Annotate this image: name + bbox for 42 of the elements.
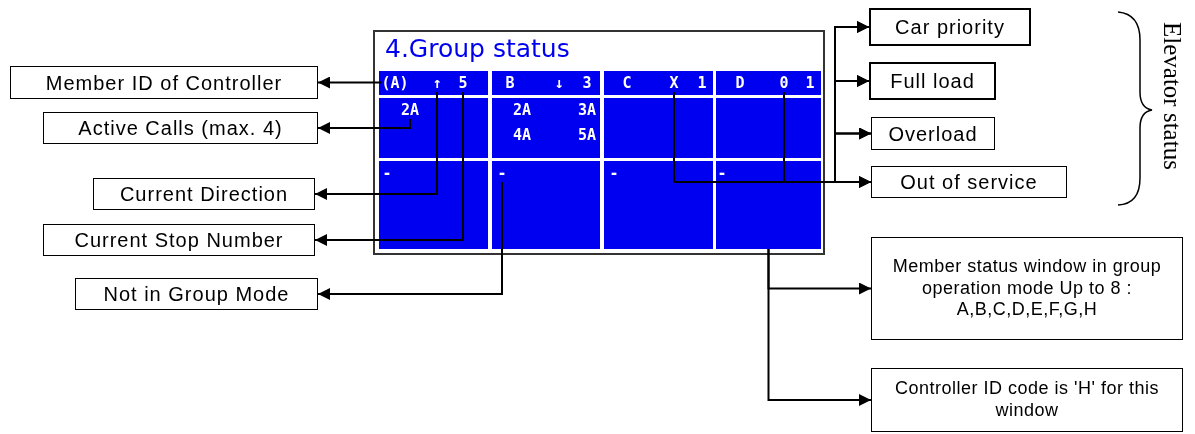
- status-glyph: (A): [381, 75, 409, 92]
- screen-text: B: [505, 75, 515, 92]
- callout-box: Controller ID code is 'H' for this window: [871, 368, 1183, 432]
- leader-arrow: [314, 91, 438, 200]
- leader-arrow: [317, 118, 411, 134]
- screen-text: D: [735, 75, 745, 92]
- screen-title: 4.Group status: [385, 34, 570, 63]
- leader-arrow: [317, 181, 503, 300]
- screen-text: -: [382, 165, 392, 182]
- callout-box: Out of service: [871, 166, 1067, 198]
- screen-text: -: [609, 165, 619, 182]
- status-glyph: 0: [779, 75, 789, 92]
- callout-box: Member ID of Controller: [10, 66, 318, 99]
- callout-box: Active Calls (max. 4): [43, 112, 318, 144]
- side-label: Elevator status: [1158, 22, 1186, 170]
- status-glyph: X: [669, 75, 679, 92]
- callout-box: Current Stop Number: [43, 224, 315, 256]
- screen-text: 1: [805, 75, 815, 92]
- screen-text: 3A: [577, 102, 597, 119]
- screen-text: ↓: [554, 75, 564, 92]
- callout-box: Car priority: [869, 8, 1031, 46]
- status-glyph: -: [497, 165, 507, 182]
- screen-text: -: [717, 165, 727, 182]
- leader-arrow: [767, 248, 872, 406]
- display-screen: [373, 30, 825, 255]
- callout-box: Current Direction: [93, 178, 315, 210]
- leader-arrow: [317, 76, 383, 89]
- screen-text: 3: [582, 75, 592, 92]
- screen-text: 2A: [512, 102, 532, 119]
- callout-box: Overload: [871, 117, 995, 150]
- screen-text: 4A: [512, 127, 532, 144]
- callout-box: Not in Group Mode: [75, 278, 318, 310]
- status-glyph: 5: [458, 75, 468, 92]
- callout-box: Full load: [869, 62, 996, 100]
- screen-text: 1: [697, 75, 707, 92]
- status-glyph: 2A: [400, 102, 420, 119]
- display-cell: [716, 161, 821, 249]
- status-glyph: ↑: [432, 75, 442, 92]
- leader-arrow: [314, 91, 464, 246]
- screen-text: 5A: [577, 127, 597, 144]
- callout-box: Member status window in group operation mode Up to 8 : A,B,C,D,E,F,G,H: [871, 237, 1183, 340]
- screen-text: C: [622, 75, 632, 92]
